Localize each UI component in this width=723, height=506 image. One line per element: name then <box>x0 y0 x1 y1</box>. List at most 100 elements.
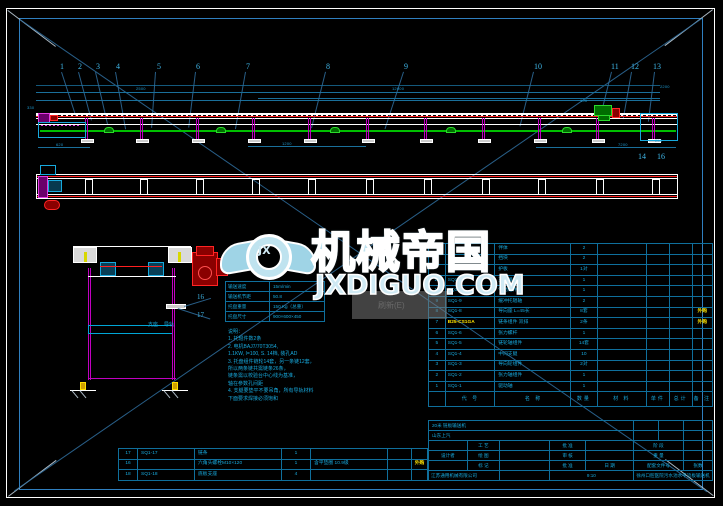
drive-frame-left <box>38 122 86 138</box>
bom-no: 6 <box>428 327 446 340</box>
tb-label-review: 批 准 <box>548 440 587 451</box>
dim-bar-3 <box>248 146 366 147</box>
motor-detail-flange <box>198 266 212 280</box>
title-block[interactable]: 20米 链板输送机 山东上汽 工 艺 批 准 阶 段 <box>428 420 713 481</box>
bom-name: 导向座 L=45长 <box>494 306 572 319</box>
plan-crossbar-6 <box>366 179 374 195</box>
support-leg-6b <box>368 118 369 140</box>
bom-weight-single <box>645 253 670 266</box>
section-post-left <box>88 268 89 380</box>
support-leg-5b <box>310 118 311 140</box>
param-value: 900×600×450 <box>269 311 325 322</box>
bom-weight-single <box>645 264 670 276</box>
leader-num-9: 9 <box>404 62 408 71</box>
foot-pad-2 <box>136 139 149 143</box>
plan-motor-top <box>40 165 56 175</box>
support-leg-10b <box>598 118 599 140</box>
dim-2200: 2200 <box>660 84 670 89</box>
bom-header-row: 代 号 名 称 数量 材 料 单件 总计 备 注 <box>428 391 714 408</box>
refresh-label[interactable]: 刷新(E) <box>378 301 405 310</box>
tb-label-draw: 绘 图 <box>466 450 500 461</box>
dim-100: 100 <box>580 98 588 103</box>
bom-weight-total <box>668 264 693 276</box>
bom-code: SQ1-18 <box>137 469 195 481</box>
support-leg-11 <box>652 118 653 140</box>
tb-value-check <box>585 450 634 461</box>
bom-name: 护板 <box>494 264 572 276</box>
parameter-table: 输送速度 15m/min 输送机节距 50.8 托盘重量 150 Kg（总重） … <box>225 281 325 322</box>
leader-num-12: 12 <box>631 62 639 71</box>
bom-qty: 2对 <box>570 359 598 372</box>
bom-remark: 外购 <box>691 306 714 319</box>
section-post-right <box>172 268 173 380</box>
table-row: 伴体 2 <box>428 243 714 255</box>
foot-pad-3 <box>192 139 205 143</box>
support-leg-4b <box>254 118 255 140</box>
bom-qty: 4 <box>281 469 311 481</box>
bom-header-qty: 数量 <box>570 391 598 408</box>
bom-weight-single <box>645 338 670 350</box>
bom-code: SQ1-1 <box>444 380 496 393</box>
param-key: 托盘重量 <box>225 301 270 312</box>
table-row: 5 SQ1-5 链轮轴组件 14套 <box>428 338 714 350</box>
bom-header-remark: 备 注 <box>691 391 714 408</box>
bill-of-materials-table[interactable]: 伴体 2 挡块 2 护板 1对 <box>428 243 714 408</box>
bom-no <box>428 243 446 255</box>
bom-remark <box>691 264 714 276</box>
bom-weight-total <box>668 253 693 266</box>
notes-block: 说明： 1. 托辊件数2条 2. 电机BAJ7/70T3054, 1.1KW, … <box>228 329 378 403</box>
bom-material <box>596 306 647 319</box>
leader-num-8: 8 <box>326 62 330 71</box>
bom-weight-single <box>645 274 670 287</box>
tb-label-process: 工 艺 <box>466 440 500 451</box>
bom-qty: 1 <box>570 380 598 393</box>
bom-no <box>428 253 446 266</box>
bom-material <box>596 380 647 393</box>
table-row: 16 六角头螺栓M10×120 1 含平垫圈 10.9级 外购 <box>118 458 428 471</box>
bom-material <box>596 243 647 255</box>
foot-pad-7 <box>420 139 433 143</box>
title-block-row: 山东上汽 <box>428 430 713 441</box>
bom-weight-single <box>645 243 670 255</box>
tb-value-weight <box>683 450 713 461</box>
table-row: 4 SQ1-4 中间支腿 10 <box>428 348 714 361</box>
refresh-context-overlay[interactable]: 刷新(E) <box>352 291 447 319</box>
plan-drive-gearbox <box>48 180 62 192</box>
bom-material <box>596 348 647 361</box>
leader-rail-b <box>36 92 660 93</box>
table-row: 11 SQ1-11 充气嘴 1 <box>428 274 714 287</box>
motor-detail-top <box>196 246 214 256</box>
section-base-plate-right <box>162 390 188 391</box>
bom-name: 张力轴组件 <box>494 370 572 382</box>
roller-2 <box>216 127 226 133</box>
tb-label-approve: 批 准 <box>548 460 587 471</box>
bom-name: 中间支腿 <box>494 348 572 361</box>
note-item: 所以两条链共需链条26条， <box>228 366 289 373</box>
bom-header-material: 材 料 <box>596 391 647 408</box>
leader-num-13: 13 <box>653 62 661 71</box>
note-item: 3. 托盘组件链轮14套，另一条链12套， <box>228 358 315 365</box>
bom-qty: 1 <box>281 448 311 460</box>
bom-weight-total <box>668 338 693 350</box>
tb-label-file: 配套文件号 <box>633 460 684 471</box>
bom-remark <box>691 253 714 266</box>
bill-of-materials-continuation[interactable]: 17 SQ1-17 链条 1 16 六角头螺栓M10×120 1 含平垫圈 10… <box>118 448 428 481</box>
table-row: 9 SQ1-9 缓冲托辊轴 2 <box>428 295 714 308</box>
foot-pad-1 <box>81 139 94 143</box>
bom-qty: 1 <box>570 274 598 287</box>
bom-qty: 1对 <box>570 264 598 276</box>
dim-620: 620 <box>56 142 64 147</box>
leader-num-3: 3 <box>96 62 100 71</box>
bom-remark <box>691 274 714 287</box>
bom-material <box>596 253 647 266</box>
bom-no: 18 <box>118 469 138 481</box>
section-upper-rail <box>88 276 176 277</box>
bom-weight-total <box>668 380 693 393</box>
leader-num-16: 16 <box>657 152 665 161</box>
title-block-row: 20米 链板输送机 <box>428 420 713 431</box>
bom-weight-single <box>645 359 670 372</box>
support-leg-7 <box>424 118 425 140</box>
dim-1200-a: 1200 <box>282 141 292 146</box>
bom-no: 16 <box>118 458 138 471</box>
